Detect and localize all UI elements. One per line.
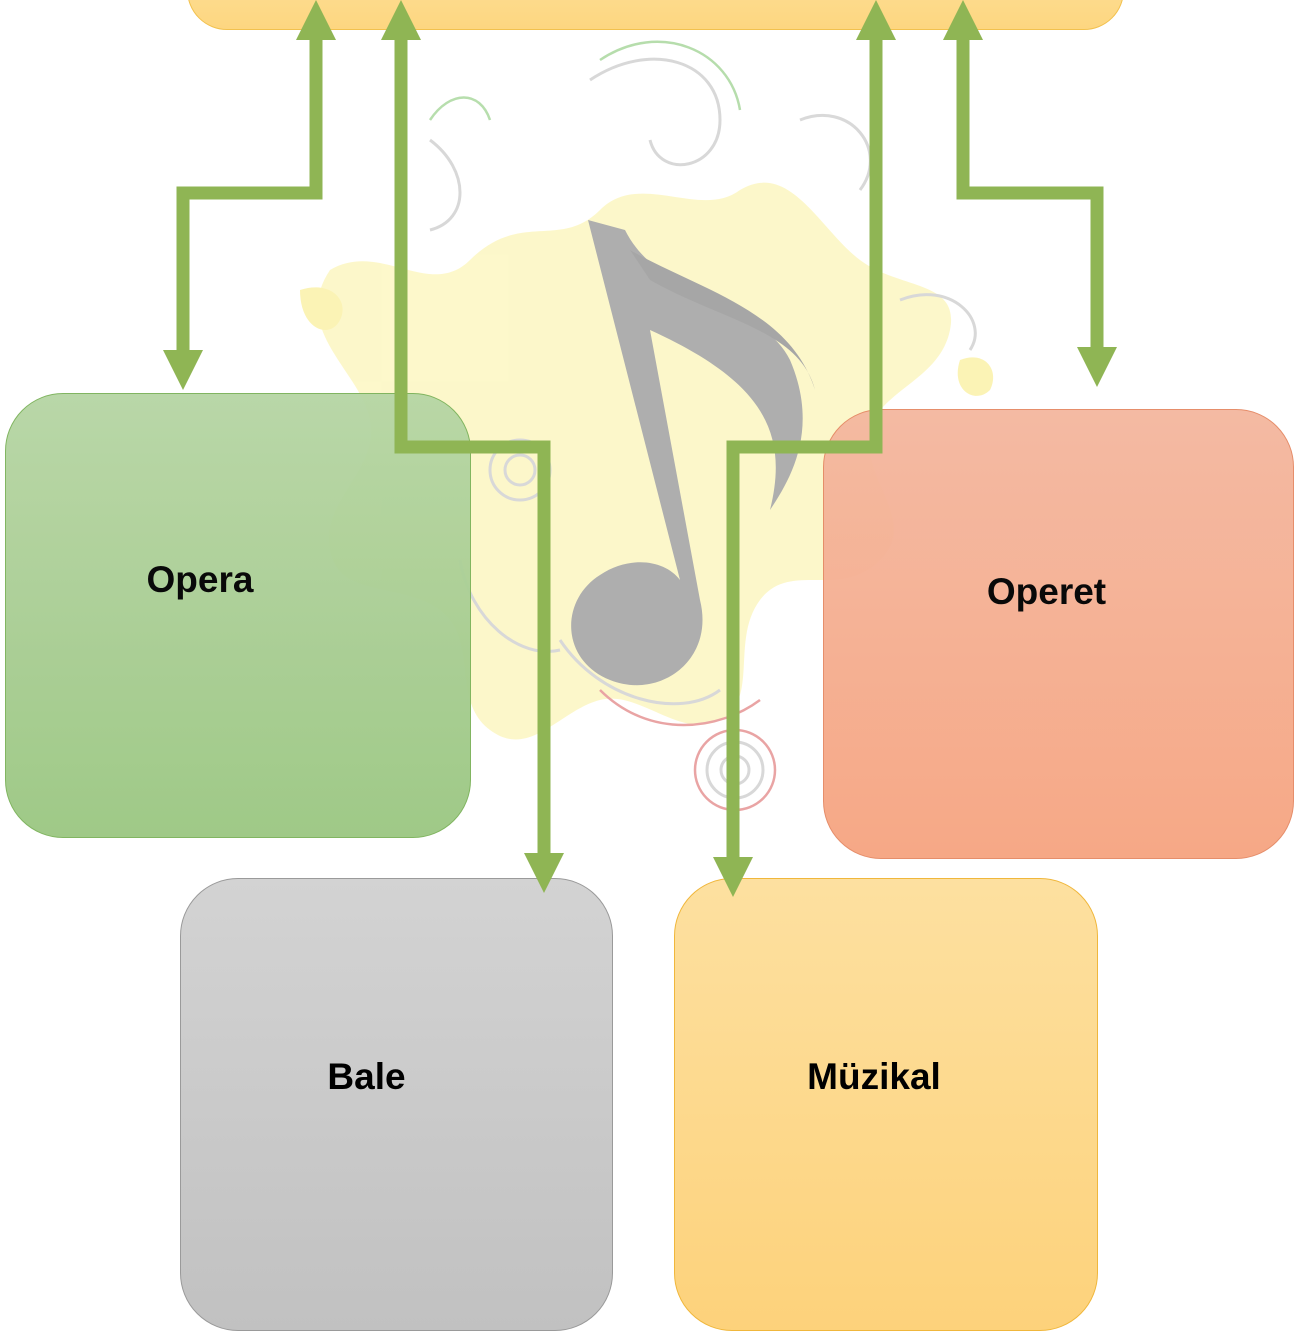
operet-node: Operet <box>823 409 1294 859</box>
muzikal-node: Müzikal <box>674 878 1098 1331</box>
top-node <box>187 0 1124 30</box>
bale-label: Bale <box>327 1055 406 1097</box>
opera-label: Opera <box>146 558 254 600</box>
muzikal-label: Müzikal <box>807 1055 941 1097</box>
opera-node: Opera <box>5 393 471 838</box>
bale-node: Bale <box>180 878 613 1331</box>
operet-label: Operet <box>986 571 1107 612</box>
